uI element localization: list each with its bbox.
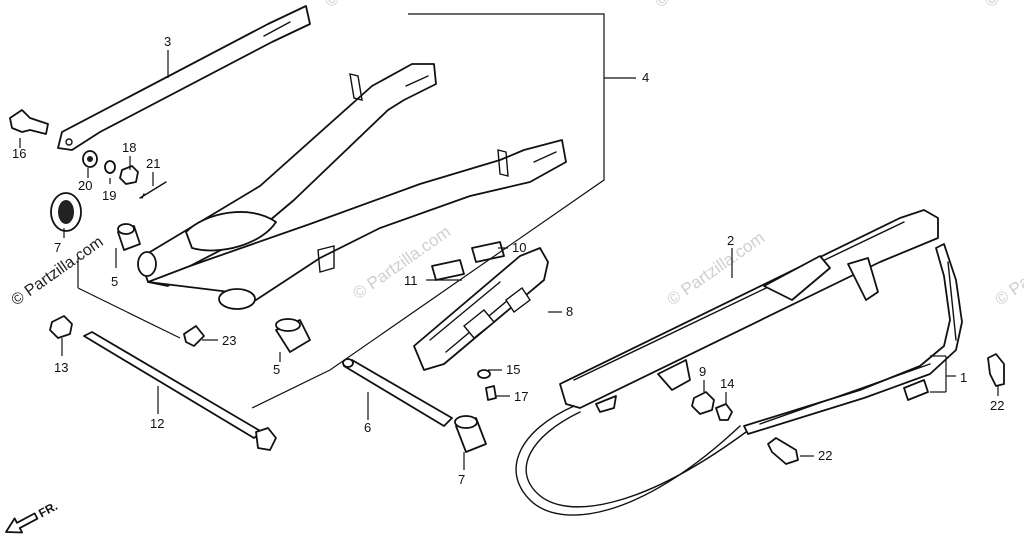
chain-slider: [413, 247, 549, 371]
callout-5: 5: [111, 274, 118, 289]
watermark: © Partzilla.com: [991, 228, 1024, 309]
callout-7: 7: [54, 240, 61, 255]
washer-15: [477, 369, 491, 379]
callout-3: 3: [164, 34, 171, 49]
nut-20: [82, 150, 98, 168]
pad-10: [471, 241, 505, 263]
callout-12: 12: [150, 416, 164, 431]
chain-case: [559, 209, 939, 413]
swingarm: [137, 63, 567, 310]
front-direction-arrow: FR.: [5, 499, 60, 534]
bushing-5-lower: [275, 318, 311, 353]
callout-10: 10: [512, 240, 526, 255]
callout-11: 11: [404, 273, 418, 288]
callout-7: 7: [458, 472, 465, 487]
callout-14: 14: [720, 376, 734, 391]
pivot-bolt: [83, 331, 277, 451]
callout-22: 22: [990, 398, 1004, 413]
callout-leaders: [19, 13, 999, 470]
callout-2: 2: [727, 233, 734, 248]
direction-label: FR.: [36, 499, 60, 520]
callout-18: 18: [122, 140, 136, 155]
callout-21: 21: [146, 156, 160, 171]
callout-20: 20: [78, 178, 92, 193]
callout-23: 23: [222, 333, 236, 348]
callout-22: 22: [818, 448, 832, 463]
watermark: © Partzilla.com: [651, 0, 756, 11]
bushing-5-upper: [117, 223, 141, 251]
pad-11: [431, 259, 465, 281]
nut-18: [119, 165, 139, 185]
callout-15: 15: [506, 362, 520, 377]
chain-joint-plate: [903, 379, 929, 401]
nut-9: [691, 391, 715, 415]
cotter-pin-21: [139, 181, 167, 199]
callout-4: 4: [642, 70, 649, 85]
callout-16: 16: [12, 146, 26, 161]
drive-chain: [515, 243, 963, 516]
watermark: © Partzilla.com: [981, 0, 1024, 11]
screw-17: [485, 385, 497, 401]
watermark: © Partzilla.com: [321, 0, 426, 11]
callout-8: 8: [566, 304, 573, 319]
nut-13: [49, 315, 73, 339]
torque-link: [57, 5, 311, 151]
bolt-22-right: [987, 353, 1005, 387]
bolt-22-left: [767, 437, 799, 465]
washer-19: [104, 160, 116, 174]
callout-9: 9: [699, 364, 706, 379]
callout-6: 6: [364, 420, 371, 435]
dust-seal-7-left: [50, 192, 82, 232]
callout-5: 5: [273, 362, 280, 377]
callout-13: 13: [54, 360, 68, 375]
collar-6: [342, 358, 453, 427]
spacer-7-lower: [454, 415, 487, 453]
callout-17: 17: [514, 389, 528, 404]
bolt-16: [9, 109, 49, 135]
callout-19: 19: [102, 188, 116, 203]
callout-1: 1: [960, 370, 967, 385]
bolt-14: [715, 403, 733, 421]
clip-23: [183, 325, 205, 347]
